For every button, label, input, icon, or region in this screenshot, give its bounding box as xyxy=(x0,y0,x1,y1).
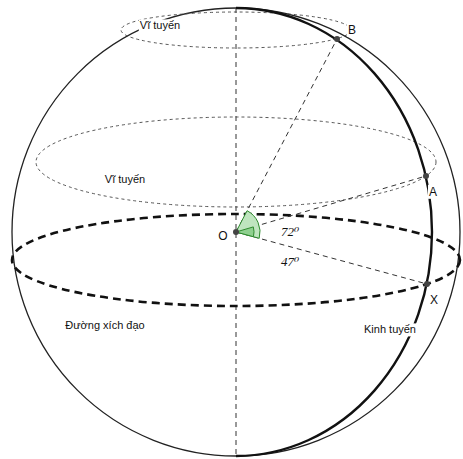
angle-label: 47⁰ xyxy=(280,254,300,270)
radius-line xyxy=(236,39,337,232)
point-label: B xyxy=(347,23,357,37)
meridian-label: Kinh tuyến xyxy=(363,323,417,336)
latitude-circle xyxy=(36,117,436,207)
latitude-circle xyxy=(121,12,351,48)
equator xyxy=(12,214,460,306)
point xyxy=(423,173,429,179)
point xyxy=(334,36,340,42)
center-point xyxy=(233,229,239,235)
point-label: X xyxy=(429,293,439,307)
angle-mark xyxy=(236,211,260,239)
radius-line xyxy=(236,232,427,284)
point xyxy=(424,281,430,287)
latitude-label: Vĩ tuyến xyxy=(139,19,181,32)
point-label: A xyxy=(428,185,438,199)
latitude-label: Vĩ tuyến xyxy=(104,173,146,186)
angle-label: 72⁰ xyxy=(280,224,300,240)
sphere-outline xyxy=(12,8,460,456)
radius-line xyxy=(236,176,426,232)
meridian xyxy=(236,8,432,456)
point-label: O xyxy=(217,229,228,243)
equator-label: Đường xích đạo xyxy=(64,319,145,332)
